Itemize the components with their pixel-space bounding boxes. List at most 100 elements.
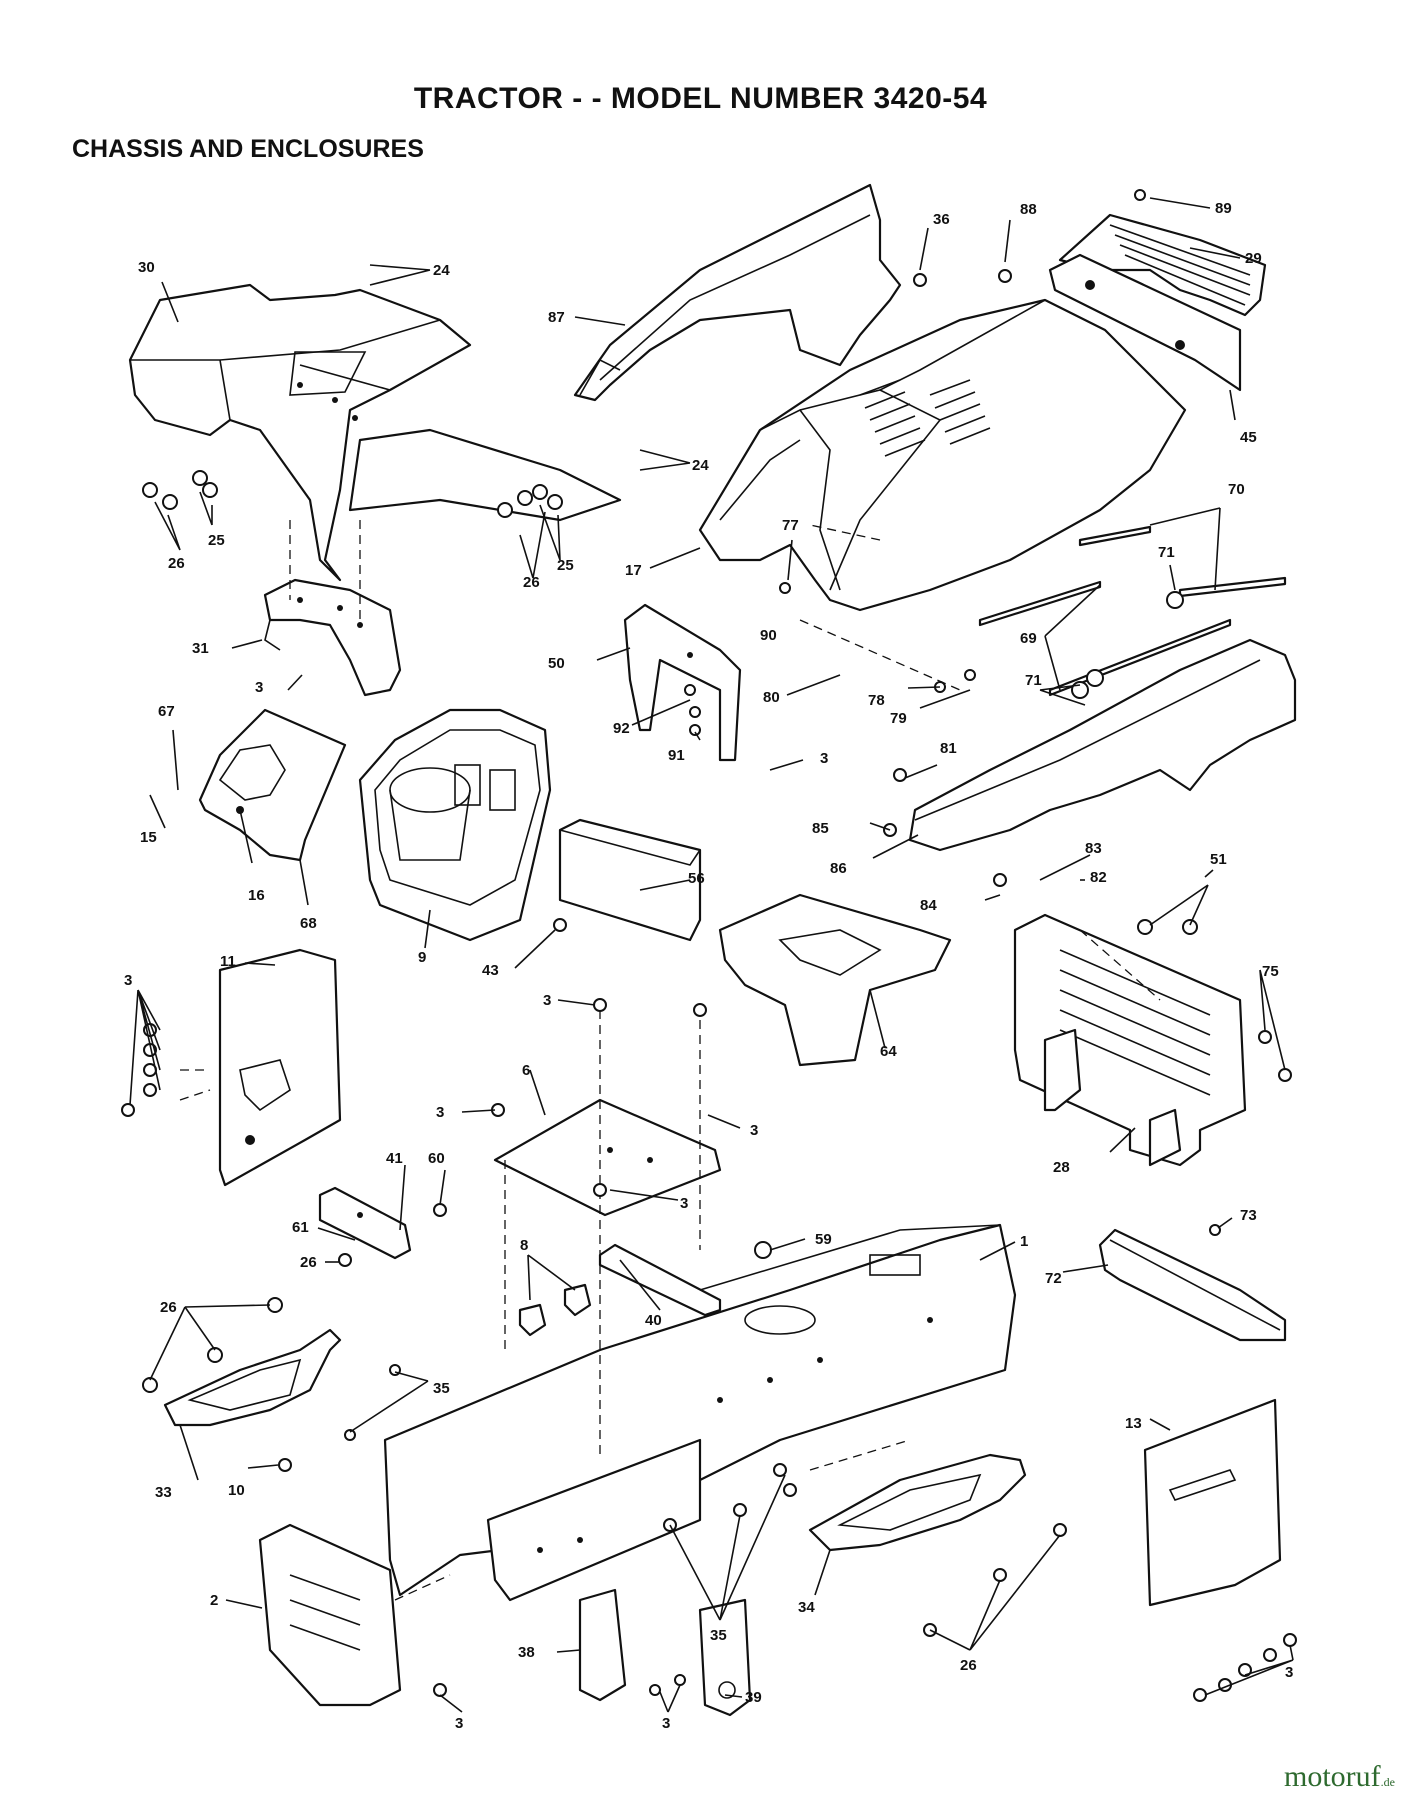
callout-16: 16 (248, 887, 265, 904)
callout-89: 89 (1215, 200, 1232, 217)
callout-83: 83 (1085, 840, 1102, 857)
callout-3: 3 (543, 992, 551, 1009)
part-front-panel (1048, 253, 1242, 392)
callout-35: 35 (710, 1627, 727, 1644)
callout-67: 67 (158, 703, 175, 720)
callout-13: 13 (1125, 1415, 1142, 1432)
callout-51: 51 (1210, 851, 1227, 868)
callout-77: 77 (782, 517, 799, 534)
diagram-title: TRACTOR - - MODEL NUMBER 3420-54 (413, 82, 988, 115)
callout-90: 90 (760, 627, 777, 644)
callout-1: 1 (1020, 1233, 1028, 1250)
callout-3: 3 (124, 972, 132, 989)
callout-71: 71 (1025, 672, 1042, 689)
part-rear-bracket (1098, 1228, 1287, 1342)
diagram-subtitle: CHASSIS AND ENCLOSURES (72, 135, 424, 163)
callout-80: 80 (763, 689, 780, 706)
callout-92: 92 (613, 720, 630, 737)
callout-leader-lines (129, 197, 1294, 1713)
part-rear-plate (258, 1523, 402, 1707)
callout-71: 71 (1158, 544, 1175, 561)
callout-35: 35 (433, 1380, 450, 1397)
callout-84: 84 (920, 897, 937, 914)
callout-3: 3 (750, 1122, 758, 1139)
callout-24: 24 (433, 262, 450, 279)
part-hood (698, 298, 1187, 612)
callout-33: 33 (155, 1484, 172, 1501)
part-dash-bracket (623, 603, 742, 762)
callout-45: 45 (1240, 429, 1257, 446)
callout-3: 3 (255, 679, 263, 696)
callout-64: 64 (880, 1043, 897, 1060)
part-right-footrest (808, 1453, 1027, 1552)
callout-81: 81 (940, 740, 957, 757)
callout-60: 60 (428, 1150, 445, 1167)
part-clips (518, 1283, 592, 1337)
assembly-lines (179, 520, 1161, 1601)
callout-17: 17 (625, 562, 642, 579)
callout-50: 50 (548, 655, 565, 672)
callout-10: 10 (228, 1482, 245, 1499)
callout-70: 70 (1228, 481, 1245, 498)
callout-43: 43 (482, 962, 499, 979)
part-left-footrest (163, 1328, 342, 1427)
part-right-side-panel (908, 638, 1297, 852)
part-mount-plate (718, 893, 952, 1067)
part-left-plate (218, 948, 342, 1187)
watermark-suffix: .de (1380, 1775, 1395, 1789)
callout-2: 2 (210, 1592, 218, 1609)
callout-69: 69 (1020, 630, 1037, 647)
callout-30: 30 (138, 259, 155, 276)
callout-40: 40 (645, 1312, 662, 1329)
callout-26: 26 (160, 1299, 177, 1316)
callout-26: 26 (960, 1657, 977, 1674)
callout-91: 91 (668, 747, 685, 764)
callout-61: 61 (292, 1219, 309, 1236)
callout-78: 78 (868, 692, 885, 709)
callout-86: 86 (830, 860, 847, 877)
callout-29: 29 (1245, 250, 1262, 267)
callout-3: 3 (820, 750, 828, 767)
callout-59: 59 (815, 1231, 832, 1248)
fasteners (121, 189, 1297, 1702)
part-cross-bar (598, 1243, 722, 1317)
callout-68: 68 (300, 915, 317, 932)
part-callouts: 30 24 87 36 88 89 29 45 24 25 26 26 25 1… (124, 200, 1293, 1732)
callout-24: 24 (692, 457, 709, 474)
watermark-logo[interactable]: motoruf.de (1284, 1760, 1395, 1794)
callout-56: 56 (688, 870, 705, 887)
callout-39: 39 (745, 1689, 762, 1706)
callout-31: 31 (192, 640, 209, 657)
part-left-side-panel (573, 183, 902, 402)
callout-25: 25 (208, 532, 225, 549)
callout-26: 26 (168, 555, 185, 572)
callout-3: 3 (455, 1715, 463, 1732)
part-side-plate (558, 818, 702, 942)
callout-87: 87 (548, 309, 565, 326)
callout-26: 26 (300, 1254, 317, 1271)
part-shield (198, 708, 347, 862)
callout-72: 72 (1045, 1270, 1062, 1287)
part-small-bracket (318, 1186, 412, 1260)
callout-88: 88 (1020, 201, 1037, 218)
part-front-bumper (1013, 913, 1247, 1167)
part-seat-bracket (263, 578, 402, 697)
callout-25: 25 (557, 557, 574, 574)
callout-3: 3 (680, 1195, 688, 1212)
callout-73: 73 (1240, 1207, 1257, 1224)
callout-9: 9 (418, 949, 426, 966)
part-main-frame (383, 1223, 1017, 1602)
callout-34: 34 (798, 1599, 815, 1616)
part-right-plate (1143, 1398, 1282, 1607)
part-grille (1058, 213, 1267, 317)
callout-3: 3 (436, 1104, 444, 1121)
callout-79: 79 (890, 710, 907, 727)
callout-3: 3 (662, 1715, 670, 1732)
callout-6: 6 (522, 1062, 530, 1079)
callout-3: 3 (1285, 1664, 1293, 1681)
callout-28: 28 (1053, 1159, 1070, 1176)
watermark-brand: motoruf (1284, 1760, 1381, 1793)
callout-15: 15 (140, 829, 157, 846)
callout-41: 41 (386, 1150, 403, 1167)
